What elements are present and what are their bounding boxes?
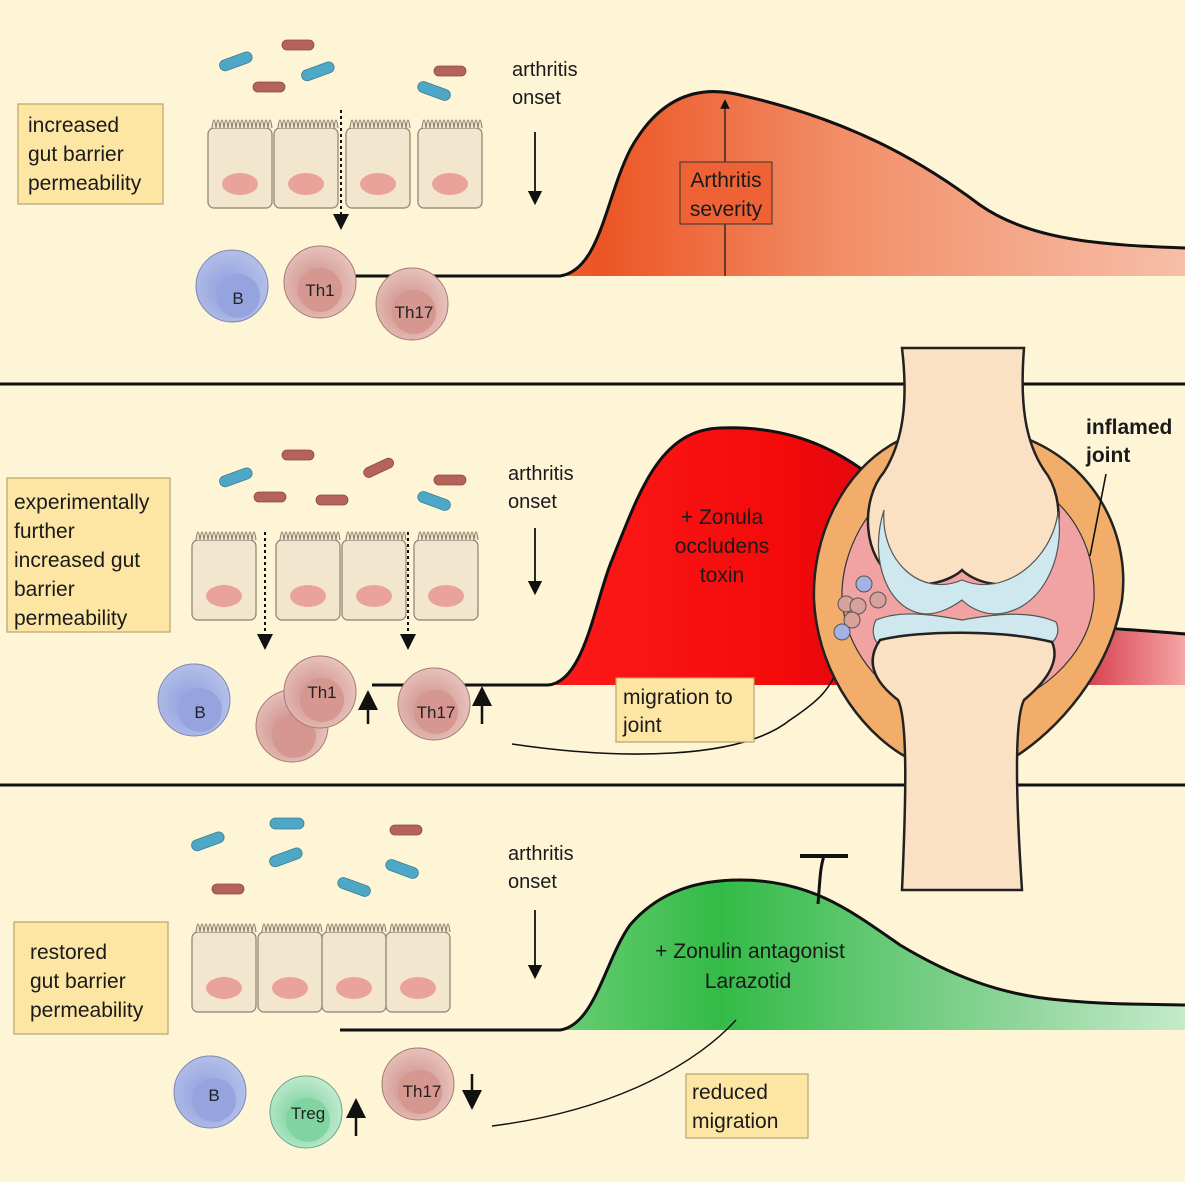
epithelial-cell-icon: [191, 923, 451, 1013]
joint-pointer-line: [1089, 473, 1107, 557]
severity-label-box: [679, 161, 773, 225]
panel-2-label-box: [6, 477, 171, 633]
severity-label-line: Arthritis: [690, 169, 761, 192]
label-line: experimentally: [14, 491, 150, 514]
curve-label-line: + Zonula: [681, 506, 764, 529]
label-line: permeability: [30, 999, 144, 1022]
onset-label: arthritis: [508, 843, 574, 865]
panel-1-label-box: [17, 103, 164, 205]
th17-cell: Th17: [381, 1047, 455, 1121]
onset-label: onset: [512, 87, 561, 109]
inhibition-icon: [800, 854, 848, 905]
b-cell: B: [195, 249, 269, 323]
cell-label: Treg: [291, 1104, 325, 1123]
label-line: further: [14, 520, 75, 543]
panel-1: Arthritis severity increased gut barrier…: [17, 39, 1185, 341]
panel-3-label-box: [13, 921, 169, 1035]
label-line: barrier: [14, 578, 75, 601]
epithelial-cell-icon: [191, 531, 479, 621]
panel-3: + Zonulin antagonist Larazotid restored …: [13, 817, 1185, 1149]
onset-label: arthritis: [512, 59, 578, 81]
onset-label: onset: [508, 491, 557, 513]
label-line: permeability: [28, 172, 142, 195]
cell-label: B: [194, 703, 205, 722]
th1-cell: Th1: [255, 655, 357, 763]
migration-label-box: [615, 677, 755, 743]
cell-label: Th1: [307, 683, 336, 702]
curve-label-line: toxin: [700, 564, 744, 587]
cell-label: Th17: [403, 1082, 442, 1101]
cell-label: Th17: [395, 303, 434, 322]
label-line: restored: [30, 941, 107, 964]
cell-label: Th1: [305, 281, 334, 300]
label-line: increased: [28, 114, 119, 137]
label-line: permeability: [14, 607, 128, 630]
reduced-migration-line: [491, 1019, 737, 1127]
migration-label-line: joint: [622, 714, 662, 737]
migration-arrow: [511, 657, 844, 755]
b-cell: B: [173, 1055, 247, 1129]
severity-label-line: severity: [690, 198, 763, 221]
label-line: increased gut: [14, 549, 140, 572]
label-line: gut barrier: [28, 143, 124, 166]
reduced-migration-label-box: [685, 1073, 809, 1139]
curve-label-line: + Zonulin antagonist: [655, 940, 845, 963]
inflamed-joint-label: inflamed: [1086, 416, 1172, 439]
cell-label: Th17: [417, 703, 456, 722]
larazotid-severity-curve: [340, 880, 1185, 1030]
b-cell: B: [157, 663, 231, 737]
th17-cell: Th17: [375, 267, 449, 341]
curve-label-line: occludens: [675, 535, 770, 558]
onset-label: onset: [508, 871, 557, 893]
onset-label: arthritis: [508, 463, 574, 485]
knee-joint-icon: [812, 346, 1125, 892]
th17-cell: Th17: [397, 667, 471, 741]
curve-label-line: Larazotid: [705, 970, 791, 993]
migration-label-line: migration: [692, 1110, 778, 1133]
migration-label-line: migration to: [623, 686, 733, 709]
cell-label: B: [208, 1086, 219, 1105]
cell-label: B: [232, 289, 243, 308]
label-line: gut barrier: [30, 970, 126, 993]
migration-label-line: reduced: [692, 1081, 768, 1104]
inflamed-joint-label: joint: [1085, 444, 1130, 467]
th1-cell: Th1: [283, 245, 357, 319]
treg-cell: Treg: [269, 1075, 343, 1149]
